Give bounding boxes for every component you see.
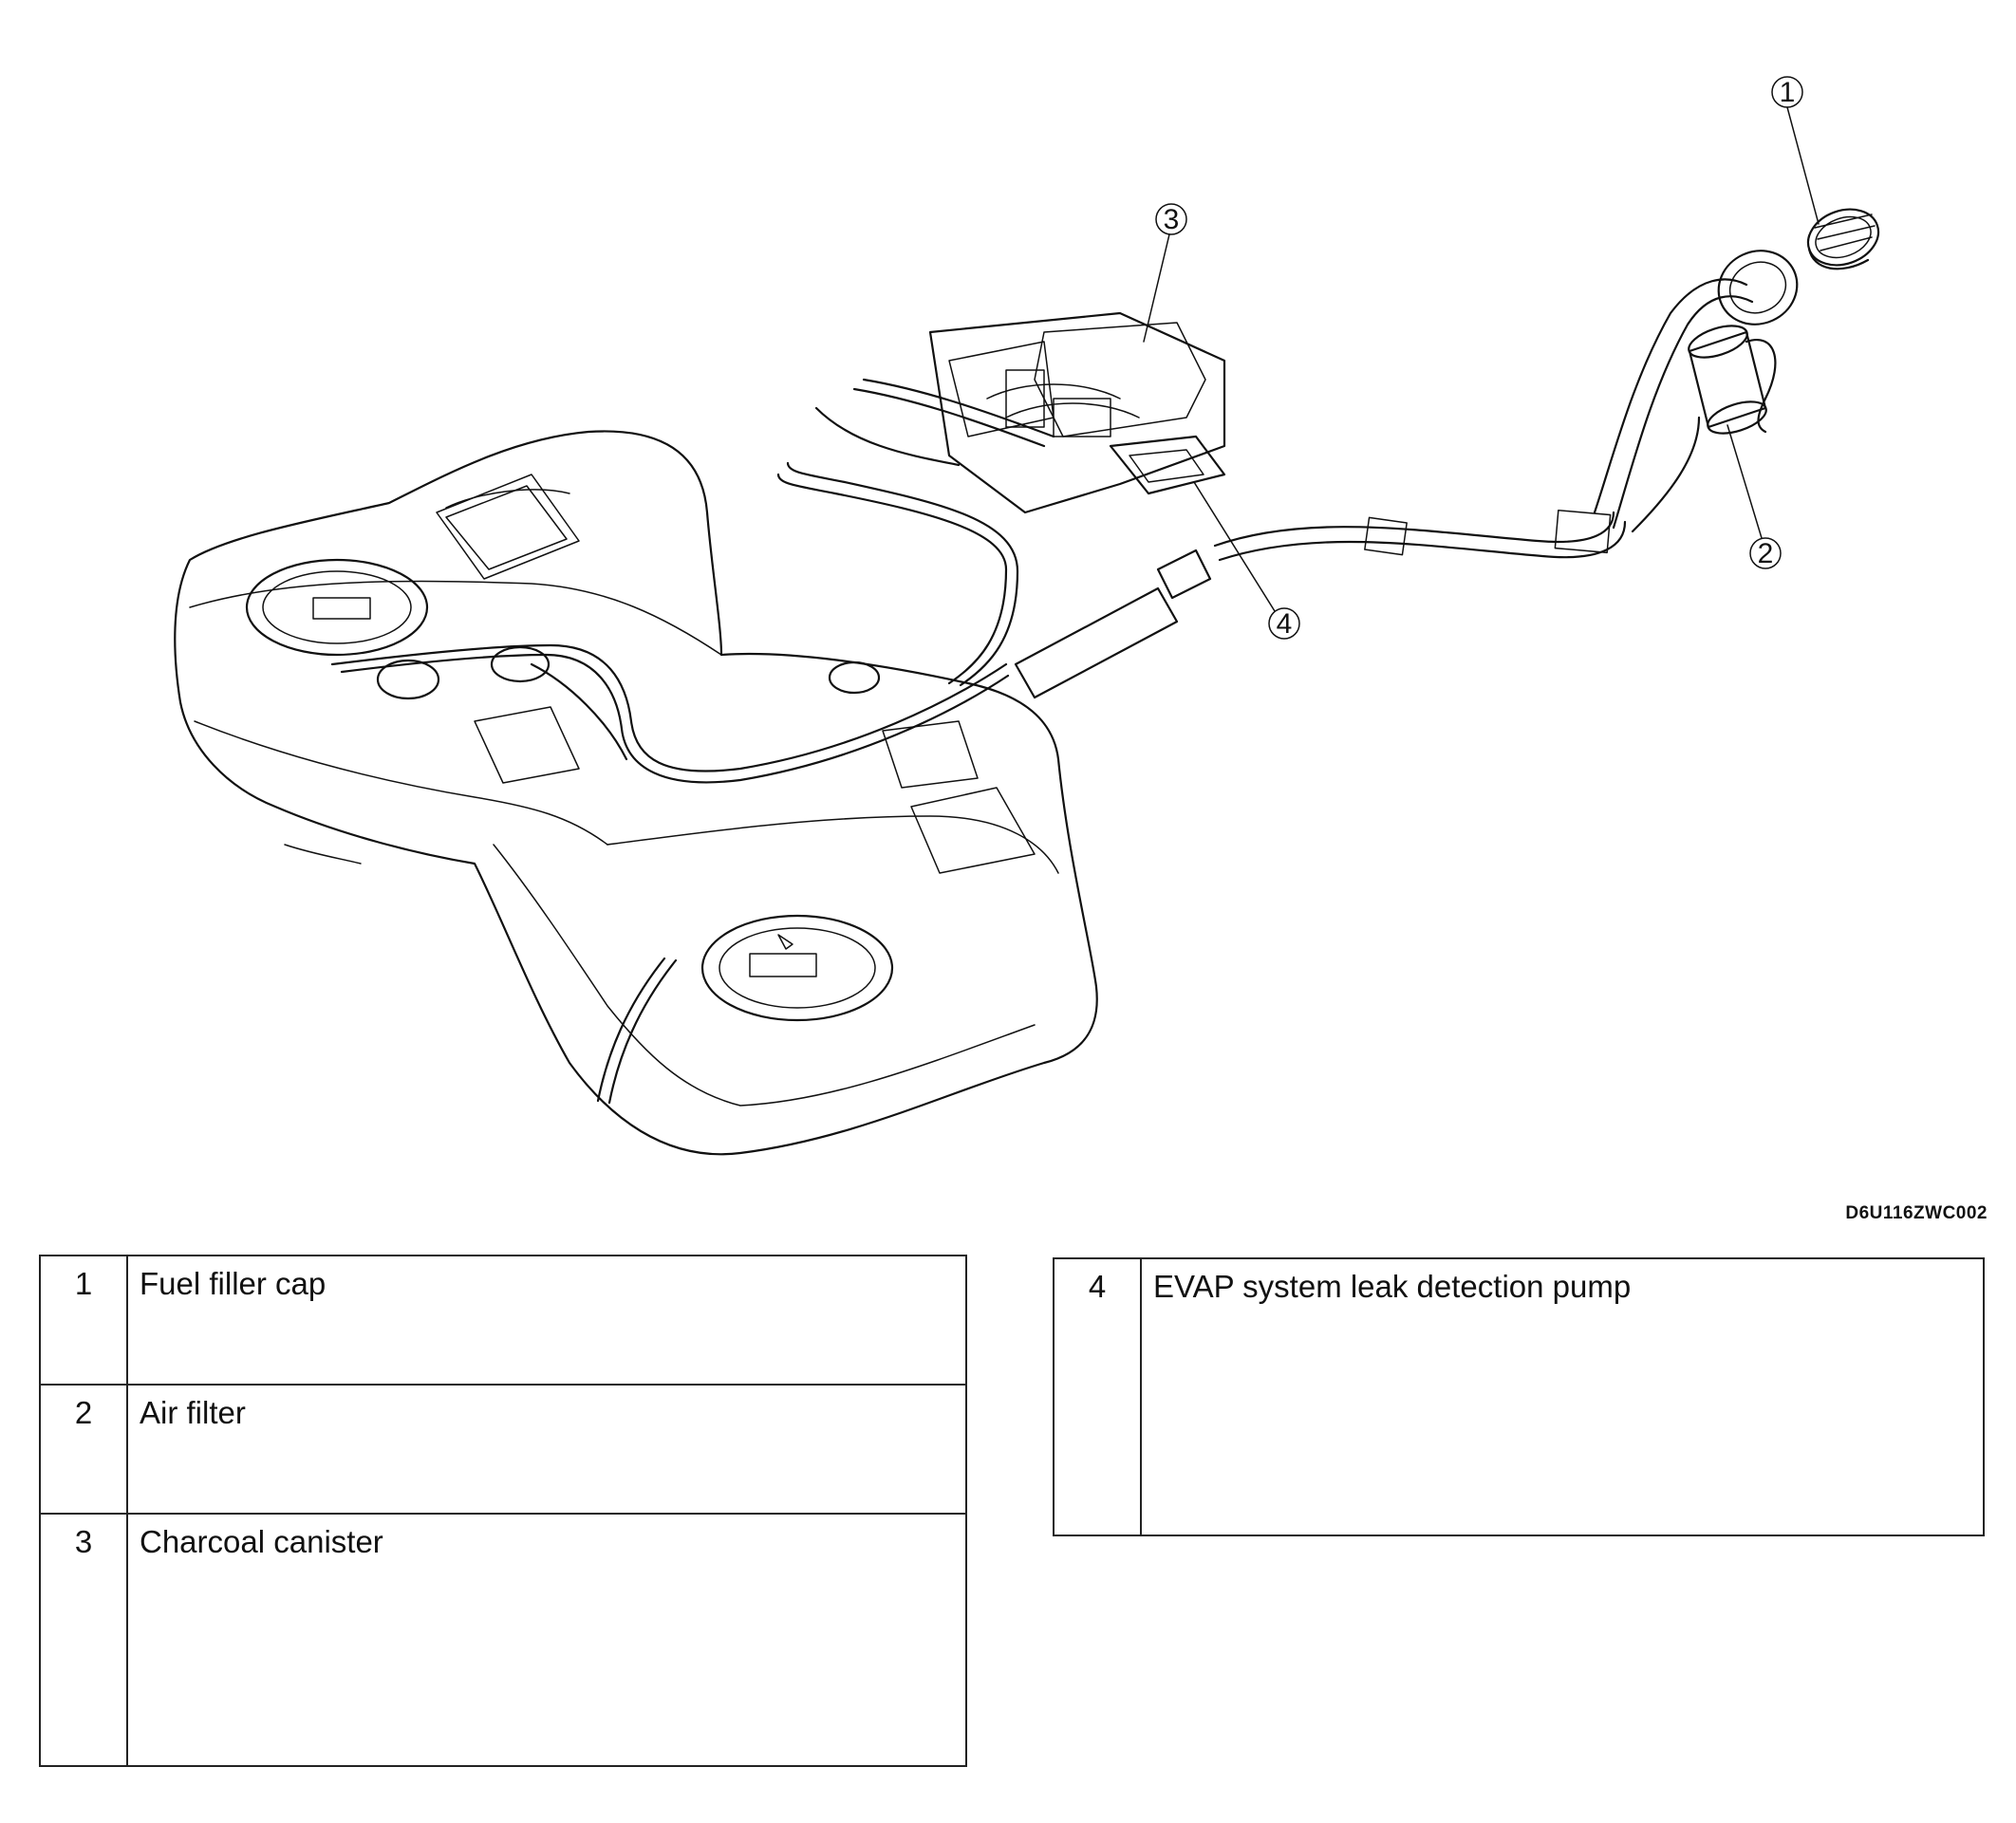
- fuel-filler-cap: [1806, 208, 1880, 270]
- callout-2-number: 2: [1758, 538, 1774, 569]
- legend-table-right: 4 EVAP system leak detection pump: [1053, 1257, 1985, 1536]
- callout-4-number: 4: [1277, 608, 1293, 640]
- figure-code: D6U116ZWC002: [1845, 1203, 1988, 1223]
- leak-detection-pump: [1109, 435, 1226, 495]
- callout-3: 3: [1143, 203, 1187, 343]
- legend-row: 1 Fuel filler cap: [39, 1255, 967, 1386]
- legend-label: Fuel filler cap: [126, 1255, 967, 1386]
- legend-row: 2 Air filter: [39, 1384, 967, 1515]
- legend-number: 1: [39, 1255, 128, 1386]
- air-filter: [1688, 325, 1777, 435]
- legend-row: 4 EVAP system leak detection pump: [1053, 1257, 1985, 1536]
- callout-3-number: 3: [1164, 204, 1180, 235]
- legend-number: 2: [39, 1384, 128, 1515]
- legend-table-left: 1 Fuel filler cap 2 Air filter 3 Charcoa…: [39, 1255, 967, 1767]
- legend-label: Charcoal canister: [126, 1513, 967, 1767]
- legend-label: EVAP system leak detection pump: [1140, 1257, 1985, 1536]
- callout-1-number: 1: [1780, 77, 1796, 108]
- callout-4: 4: [1193, 481, 1300, 640]
- callout-1: 1: [1771, 76, 1820, 225]
- fuel-tank: [174, 430, 1098, 1156]
- filler-neck: [1593, 250, 1799, 533]
- legend-number: 4: [1053, 1257, 1142, 1536]
- fuel-vapor-lines: [330, 406, 1627, 1105]
- callout-2: 2: [1727, 424, 1782, 569]
- charcoal-canister: [852, 311, 1226, 514]
- fuel-system-diagram: 1 2 3 4: [174, 76, 1880, 1156]
- legend-label: Air filter: [126, 1384, 967, 1515]
- legend-number: 3: [39, 1513, 128, 1767]
- legend-row: 3 Charcoal canister: [39, 1513, 967, 1767]
